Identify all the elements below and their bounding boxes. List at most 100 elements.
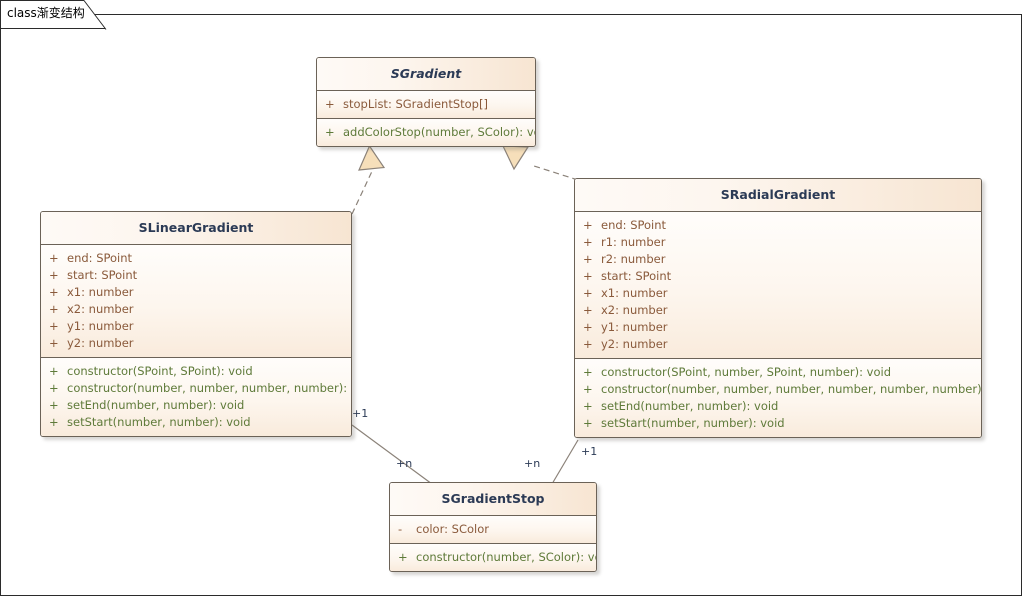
class-title-sgradientstop: SGradientStop: [390, 483, 596, 516]
visibility-marker: +: [49, 398, 59, 412]
association-linear-to-stop: [351, 424, 433, 485]
class-operations-sgradient: + addColorStop(number, SColor): void: [317, 119, 535, 146]
visibility-marker: +: [49, 268, 59, 282]
visibility-marker: +: [583, 269, 593, 283]
class-operation: + setStart(number, number): void: [575, 415, 981, 432]
visibility-marker: +: [583, 320, 593, 334]
class-attribute: + r1: number: [575, 234, 981, 251]
member-signature: setStart(number, number): void: [67, 415, 251, 429]
class-operation: + setEnd(number, number): void: [41, 397, 351, 414]
visibility-marker: -: [398, 522, 403, 536]
visibility-marker: +: [583, 218, 593, 232]
class-box-sgradient[interactable]: SGradient + stopList: SGradientStop[] + …: [316, 57, 536, 147]
class-attribute: + r2: number: [575, 251, 981, 268]
class-operation: +constructor(number, number, number, num…: [575, 381, 981, 398]
visibility-marker: +: [583, 399, 593, 413]
class-attribute: + y2: number: [575, 336, 981, 353]
member-signature: start: SPoint: [67, 268, 138, 282]
class-operation: + setStart(number, number): void: [41, 414, 351, 431]
class-operation: + addColorStop(number, SColor): void: [317, 124, 535, 141]
member-signature: y1: number: [67, 319, 134, 333]
visibility-marker: +: [325, 97, 335, 111]
class-box-slineargradient[interactable]: SLinearGradient + end: SPoint + start: SPo…: [40, 211, 352, 437]
member-signature: end: SPoint: [601, 218, 667, 232]
multiplicity-radial-source: +1: [581, 445, 598, 458]
class-attribute: + start: SPoint: [41, 267, 351, 284]
multiplicity-linear-source: +1: [352, 407, 369, 420]
visibility-marker: +: [583, 286, 593, 300]
member-signature: color: SColor: [416, 522, 489, 536]
class-attribute: + stopList: SGradientStop[]: [317, 96, 535, 113]
member-signature: constructor(SPoint, SPoint): void: [67, 364, 253, 378]
class-attribute: + x2: number: [41, 301, 351, 318]
visibility-marker: +: [583, 416, 593, 430]
class-attributes-sgradient: + stopList: SGradientStop[]: [317, 91, 535, 119]
class-attribute: + y1: number: [575, 319, 981, 336]
class-title-slineargradient: SLinearGradient: [41, 212, 351, 245]
member-signature: end: SPoint: [67, 251, 133, 265]
class-operations-sradialgradient: + constructor(SPoint, number, SPoint, num…: [575, 359, 981, 437]
diagram-title-label: class渐变结构: [7, 6, 85, 20]
visibility-marker: +: [49, 285, 59, 299]
member-signature: constructor(number, SColor): void: [416, 550, 597, 564]
member-signature: x2: number: [67, 302, 134, 316]
realization-radial-to-sgradient: [502, 145, 579, 181]
class-attribute: -color: SColor: [390, 521, 596, 538]
class-box-sradialgradient[interactable]: SRadialGradient + end: SPoint + r1: number…: [574, 178, 982, 438]
class-attributes-sradialgradient: + end: SPoint + r1: number + r2: number + st…: [575, 212, 981, 359]
class-operations-sgradientstop: + constructor(number, SColor): void: [390, 544, 596, 571]
class-operation: + constructor(number, number, number, num…: [41, 380, 351, 397]
multiplicity-radial-target: +n: [524, 457, 541, 470]
visibility-marker: +: [583, 235, 593, 249]
diagram-title-tab[interactable]: class渐变结构: [0, 0, 107, 30]
member-signature: stopList: SGradientStop[]: [343, 97, 488, 111]
realization-linear-to-sgradient: [351, 144, 386, 215]
member-signature: x1: number: [601, 286, 668, 300]
class-attributes-slineargradient: +end: SPoint +start: SPoint +x1: number …: [41, 245, 351, 358]
association-radial-to-stop: [551, 439, 579, 485]
class-attribute: + end: SPoint: [41, 250, 351, 267]
visibility-marker: +: [49, 336, 59, 350]
member-signature: constructor(number, number, number, numb…: [67, 381, 352, 395]
class-box-sgradientstop[interactable]: SGradientStop -color: SColor + constructo…: [389, 482, 597, 572]
visibility-marker: +: [49, 302, 59, 316]
member-signature: setEnd(number, number): void: [601, 399, 779, 413]
class-attributes-sgradientstop: -color: SColor: [390, 516, 596, 544]
class-attribute: + x1: number: [575, 285, 981, 302]
class-title-sgradient: SGradient: [317, 58, 535, 91]
visibility-marker: +: [583, 303, 593, 317]
class-attribute: + x2: number: [575, 302, 981, 319]
member-signature: r1: number: [601, 235, 666, 249]
class-attribute: + end: SPoint: [575, 217, 981, 234]
class-title-sradialgradient: SRadialGradient: [575, 179, 981, 212]
visibility-marker: +: [583, 382, 593, 396]
member-signature: constructor(SPoint, number, SPoint, numb…: [601, 365, 892, 379]
multiplicity-linear-target: +n: [396, 457, 413, 470]
class-attribute: +y2: number: [41, 335, 351, 352]
class-attribute: + start: SPoint: [575, 268, 981, 285]
visibility-marker: +: [49, 251, 59, 265]
visibility-marker: +: [583, 252, 593, 266]
visibility-marker: +: [583, 365, 593, 379]
member-signature: setEnd(number, number): void: [67, 398, 245, 412]
member-signature: addColorStop(number, SColor): void: [343, 125, 536, 139]
visibility-marker: +: [49, 364, 59, 378]
class-operation: + constructor(SPoint, SPoint): void: [41, 363, 351, 380]
visibility-marker: +: [398, 550, 408, 564]
class-operation: + constructor(SPoint, number, SPoint, num…: [575, 364, 981, 381]
member-signature: x2: number: [601, 303, 668, 317]
visibility-marker: +: [325, 125, 335, 139]
class-operation: + setEnd(number, number): void: [575, 398, 981, 415]
visibility-marker: +: [49, 381, 59, 395]
visibility-marker: +: [583, 337, 593, 351]
member-signature: y1: number: [601, 320, 668, 334]
class-operation: + constructor(number, SColor): void: [390, 549, 596, 566]
member-signature: y2: number: [601, 337, 668, 351]
member-signature: start: SPoint: [601, 269, 672, 283]
class-attribute: +x1: number: [41, 284, 351, 301]
member-signature: r2: number: [601, 252, 666, 266]
member-signature: setStart(number, number): void: [601, 416, 785, 430]
class-operations-slineargradient: + constructor(SPoint, SPoint): void + cons…: [41, 358, 351, 436]
visibility-marker: +: [49, 415, 59, 429]
